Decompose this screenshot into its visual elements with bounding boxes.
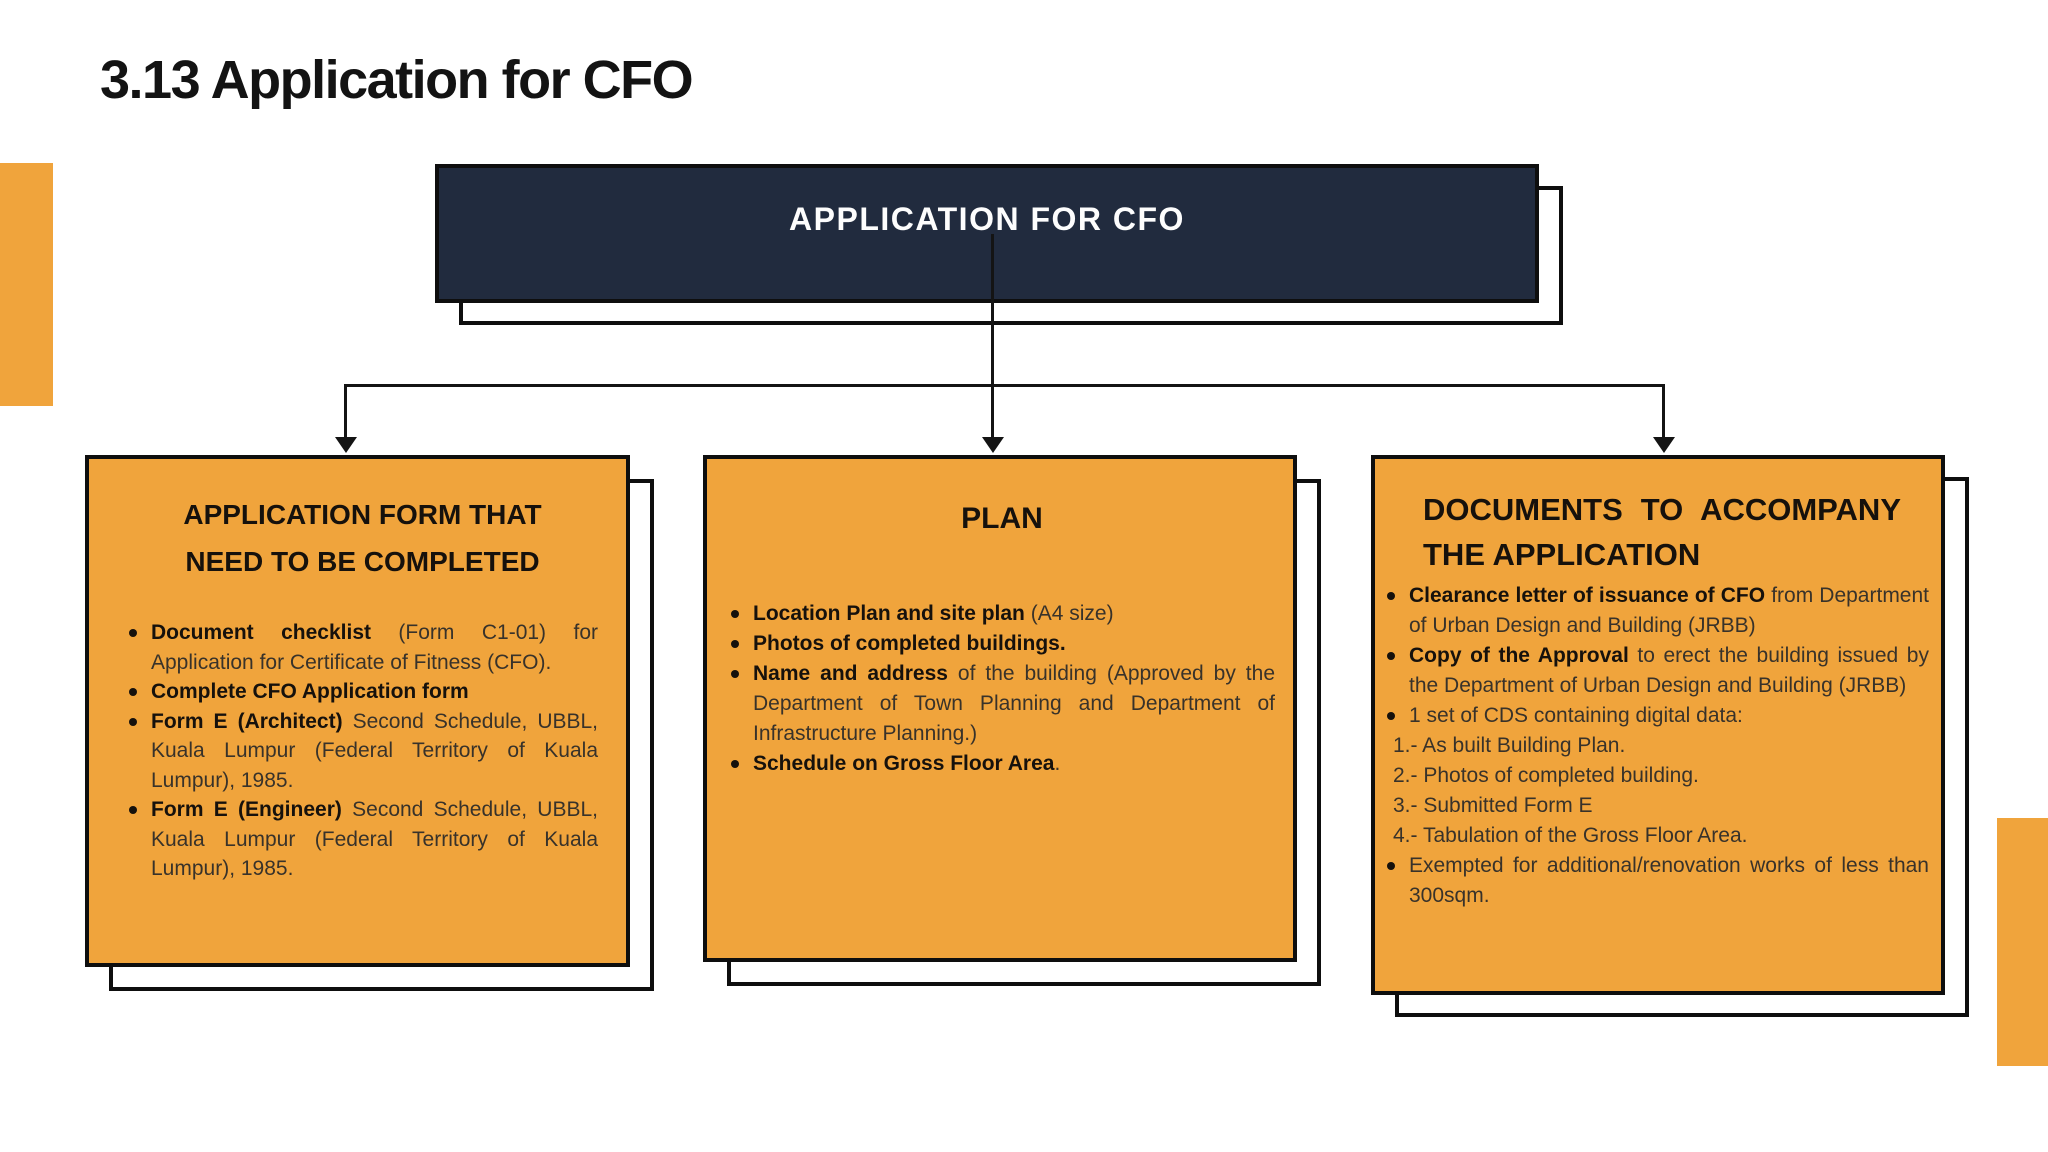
list-item: Complete CFO Application form — [127, 677, 598, 707]
list-item: 3.- Submitted Form E — [1393, 794, 1593, 817]
card-plan: PLAN Location Plan and site plan (A4 siz… — [703, 455, 1297, 962]
card-plan-title: PLAN — [961, 502, 1043, 535]
arrow-down-icon — [335, 437, 357, 453]
list-item: 2.- Photos of completed building. — [1393, 764, 1699, 787]
root-node-label: APPLICATION FOR CFO — [789, 201, 1185, 237]
connector-line-left — [344, 384, 347, 438]
connector-line-horizontal — [344, 384, 1665, 387]
connector-line-right — [1662, 384, 1665, 438]
list-item: 1.- As built Building Plan. — [1393, 734, 1626, 757]
list-item: Schedule on Gross Floor Area. — [729, 749, 1275, 779]
arrow-down-icon — [982, 437, 1004, 453]
list-item: Location Plan and site plan (A4 size) — [729, 599, 1275, 629]
list-item: Copy of the Approval to erect the buildi… — [1385, 641, 1929, 701]
list-item: Exempted for additional/renovation works… — [1385, 851, 1929, 911]
list-item: 1 set of CDS containing digital data: — [1385, 701, 1929, 731]
card-documents-list: Clearance letter of issuance of CFO from… — [1385, 581, 1929, 911]
card-documents: DOCUMENTS TO ACCOMPANY THE APPLICATION C… — [1371, 455, 1945, 995]
list-item: Document checklist (Form C1-01) for Appl… — [127, 618, 598, 677]
card-documents-title: DOCUMENTS TO ACCOMPANY THE APPLICATION — [1423, 492, 1901, 572]
list-item: Name and address of the building (Approv… — [729, 659, 1275, 749]
card-application-form-list: Document checklist (Form C1-01) for Appl… — [127, 618, 598, 884]
right-accent-bar — [1997, 818, 2048, 1066]
list-item: Form E (Engineer) Second Schedule, UBBL,… — [127, 795, 598, 884]
card-plan-list: Location Plan and site plan (A4 size)Pho… — [729, 599, 1275, 779]
list-item: Clearance letter of issuance of CFO from… — [1385, 581, 1929, 641]
arrow-down-icon — [1653, 437, 1675, 453]
root-node: APPLICATION FOR CFO — [435, 164, 1539, 303]
page-title: 3.13 Application for CFO — [100, 50, 694, 110]
list-item: Form E (Architect) Second Schedule, UBBL… — [127, 707, 598, 796]
card-application-form-title: APPLICATION FORM THAT NEED TO BE COMPLET… — [183, 499, 542, 577]
list-item: 4.- Tabulation of the Gross Floor Area. — [1393, 824, 1748, 847]
connector-line-center — [991, 234, 994, 440]
left-accent-bar — [0, 163, 53, 406]
card-application-form: APPLICATION FORM THAT NEED TO BE COMPLET… — [85, 455, 630, 967]
list-item: Photos of completed buildings. — [729, 629, 1275, 659]
